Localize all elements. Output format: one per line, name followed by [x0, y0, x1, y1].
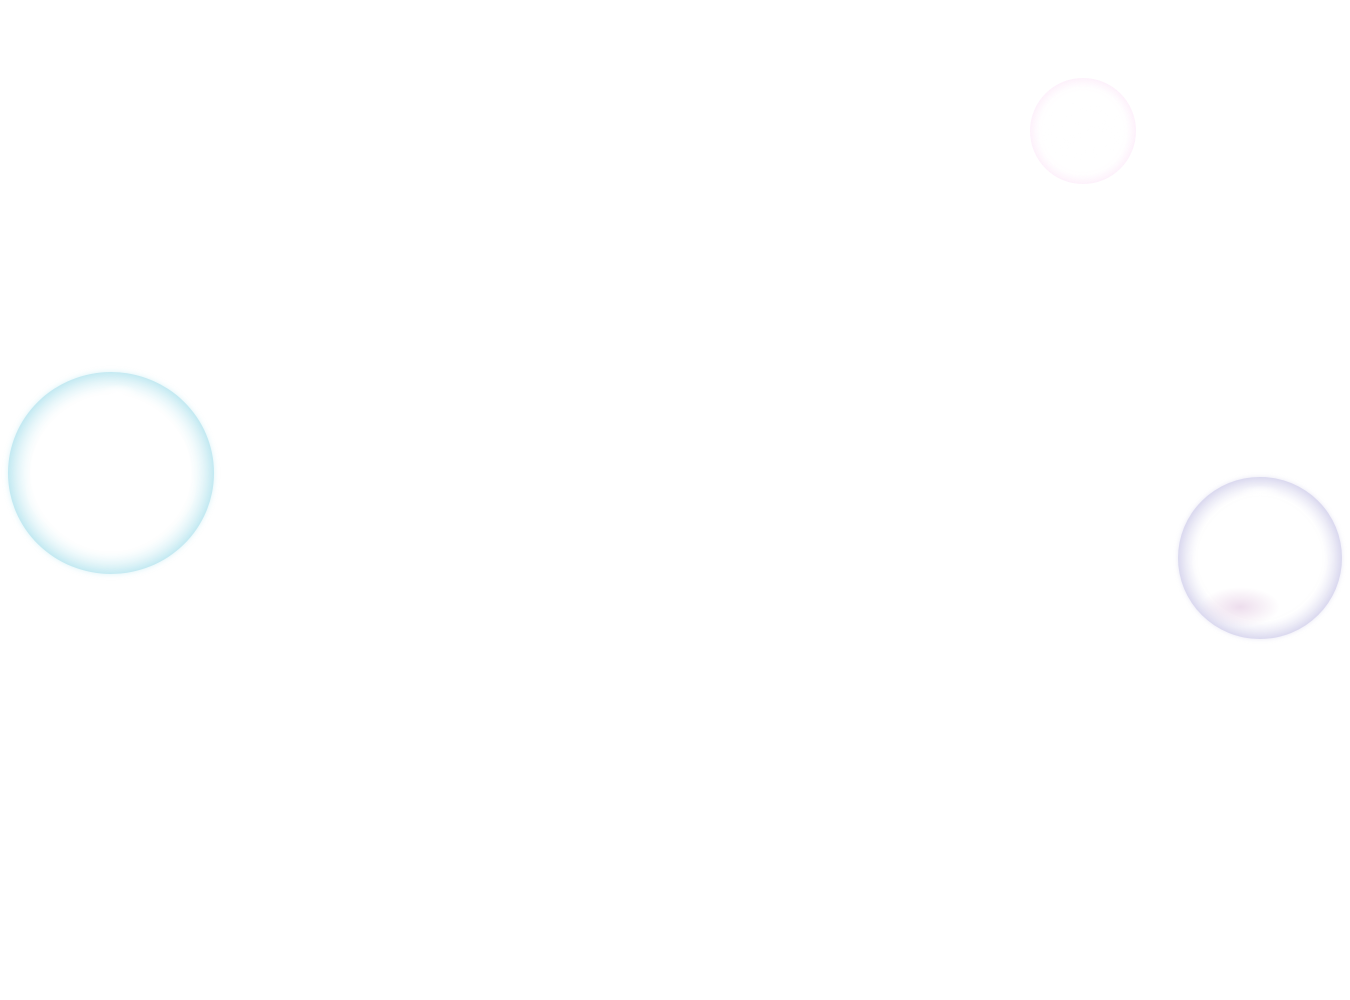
- lavender-bubble: [1178, 477, 1342, 639]
- bubble-highlight: [26, 434, 196, 544]
- bubble-highlight: [1040, 102, 1126, 160]
- bubble-glint: [98, 384, 138, 402]
- teal-bubble: [8, 372, 214, 574]
- bubble-glint: [1238, 485, 1282, 501]
- bubble-highlight: [1192, 517, 1328, 607]
- pink-bubble: [1030, 78, 1136, 184]
- bubble-tint: [1200, 587, 1280, 627]
